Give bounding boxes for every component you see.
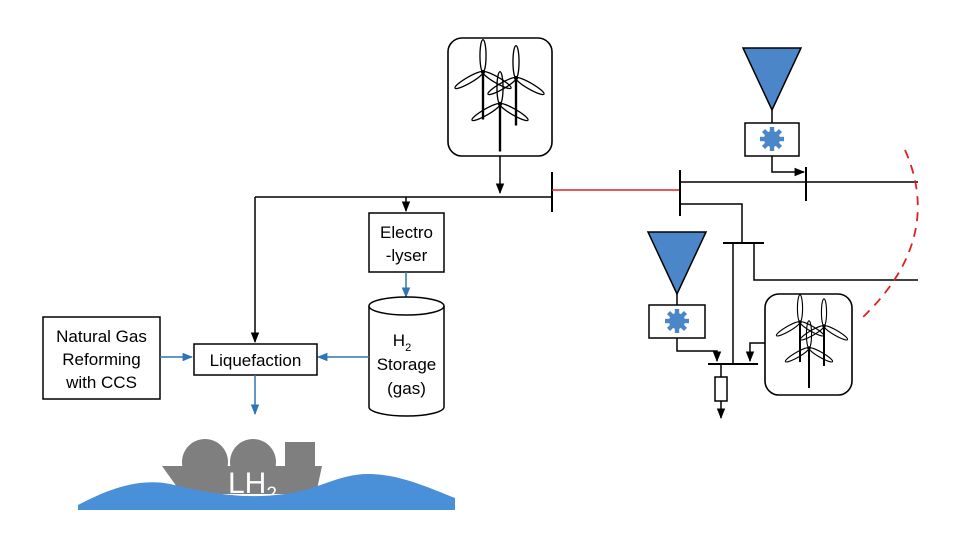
- liquefaction-label: Liquefaction: [210, 351, 302, 370]
- right-bus-branch: [680, 203, 743, 243]
- hydro-top-feeder: [771, 156, 806, 177]
- external-link-arc: [859, 149, 919, 321]
- hydro-reservoir-lower: [646, 231, 708, 339]
- natural-gas-label-2: Reforming: [62, 350, 140, 369]
- wind-farm-top: [447, 37, 553, 157]
- wind-farm-right: [764, 293, 853, 396]
- hydro-turbine-icon: [665, 309, 689, 333]
- hydro-reservoir-icon: [741, 47, 803, 112]
- ship-label: LH2: [228, 467, 277, 505]
- liquefaction-box: Liquefaction: [193, 343, 318, 376]
- wind-turbine-icon: [452, 38, 547, 153]
- natural-gas-label-1: Natural Gas: [56, 327, 147, 346]
- water: [78, 474, 455, 510]
- lower-bus-to-right: [753, 243, 918, 281]
- ship-icon: LH2: [162, 439, 322, 505]
- natural-gas-box: Natural Gas Reforming with CCS: [42, 316, 161, 400]
- electrolyser-box: Electro -lyser: [368, 212, 445, 273]
- electrolyser-label-1: Electro: [380, 223, 433, 242]
- natural-gas-label-3: with CCS: [65, 373, 137, 392]
- electrolyser-label-2: -lyser: [386, 246, 428, 265]
- hydro-turbine-icon: [760, 127, 784, 151]
- hydro-lower-feeder: [676, 338, 722, 363]
- hydro-reservoir-icon: [646, 231, 708, 296]
- wind-turbine-icon: [774, 293, 850, 390]
- wind-right-feeder: [745, 342, 765, 363]
- storage-h-label: H2: [393, 331, 411, 354]
- load-icon: [714, 376, 728, 420]
- h2-storage-tank: H2 Storage (gas): [368, 296, 445, 417]
- storage-label-3: (gas): [387, 379, 426, 398]
- storage-label-2: Storage: [377, 355, 437, 374]
- hydro-reservoir-top: [741, 47, 803, 157]
